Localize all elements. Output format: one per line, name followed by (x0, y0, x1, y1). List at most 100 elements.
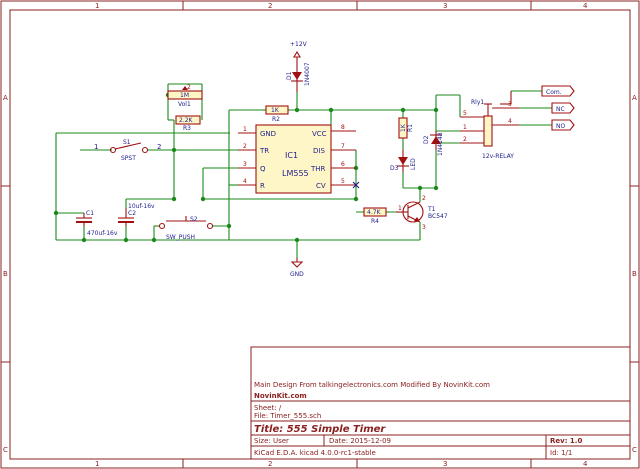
rly1-pin: 5 (463, 110, 467, 117)
row-label: C (632, 446, 637, 454)
s2-value: SW_PUSH (166, 234, 195, 241)
s1-ref: S1 (123, 139, 131, 146)
capacitor-c1: C1 470uf-16v (76, 210, 118, 237)
rly1-pin: 2 (463, 136, 467, 143)
rly1-ref: Rly1 (471, 99, 484, 106)
row-label: A (632, 94, 637, 102)
col-label: 3 (443, 460, 447, 468)
gnd-label: GND (290, 271, 304, 278)
r4-ref: R4 (371, 218, 379, 225)
resistor-r3: 2.2K R3 (175, 115, 201, 132)
rly1-pin: 1 (463, 124, 467, 131)
ic1-pin-num: 5 (341, 178, 345, 185)
ic1-value: LM555 (282, 169, 309, 178)
ic1-pin-num: 4 (243, 178, 247, 185)
ic1-pin-name: DIS (313, 147, 325, 155)
ic1-pin-name: TR (259, 147, 269, 155)
col-label: 4 (583, 460, 588, 468)
resistor-r1: 1K R1 (398, 117, 414, 139)
ic1-pin-num: 7 (341, 143, 345, 150)
vol1-value: 1M (180, 92, 189, 99)
vol1-ref: Vol1 (178, 101, 191, 108)
c2-value: 10uf-16v (128, 203, 155, 210)
diode-d2: D2 1N4148 (423, 131, 444, 156)
title-block-id: Id: 1/1 (550, 449, 572, 457)
title-block-kicad: KiCad E.D.A. kicad 4.0.0-rc1-stable (254, 449, 376, 457)
col-label: 1 (95, 460, 99, 468)
transistor-t1: T1 BC547 1 2 3 (396, 195, 448, 231)
resistor-r2: 1K R2 (265, 105, 289, 123)
ic1-pin-num: 6 (341, 161, 345, 168)
col-label: 2 (268, 460, 272, 468)
vol1-pin: 2 (187, 84, 191, 91)
row-label: A (3, 94, 8, 102)
led-d3: D3 LED (390, 150, 417, 172)
connector-no: NO (551, 119, 575, 131)
connector-com-label: Com. (546, 89, 562, 96)
r1-ref: R1 (407, 124, 414, 132)
c1-value: 470uf-16v (87, 230, 118, 237)
row-label: B (3, 270, 8, 278)
c1-ref: C1 (86, 210, 94, 217)
d3-value: LED (410, 158, 417, 170)
ic1-pin-num: 8 (341, 124, 345, 131)
connector-no-label: NO (556, 123, 565, 130)
row-label: B (632, 270, 637, 278)
switch-s2: S2 SW_PUSH (158, 216, 214, 241)
t1-value: BC547 (428, 213, 448, 220)
s1-pin: 1 (94, 143, 98, 151)
row-label: C (3, 446, 8, 454)
r1-value: 1K (400, 123, 407, 132)
rly1-value: 12v-RELAY (482, 153, 514, 160)
r3-value: 2.2K (179, 117, 194, 124)
t1-pin: 3 (422, 224, 426, 231)
col-label: 1 (95, 2, 99, 10)
r4-value: 4.7K (367, 209, 382, 216)
title-block-sheet: Sheet: / (254, 404, 282, 412)
title-block-site: NovinKit.com (254, 392, 307, 400)
s2-ref: S2 (190, 216, 198, 223)
t1-pin: 1 (398, 205, 402, 212)
switch-s1: S1 SPST 1 2 (94, 139, 161, 162)
potentiometer-vol1: 1M 2 Vol1 (167, 84, 203, 108)
title-block-file: File: Timer_555.sch (254, 412, 321, 420)
d2-value: 1N4148 (437, 132, 444, 156)
connector-nc: NC (551, 102, 575, 114)
col-label: 2 (268, 2, 272, 10)
ic1-pin-name: Q (260, 165, 266, 173)
ic1-pin-name: R (260, 182, 265, 190)
connector-nc-label: NC (556, 106, 565, 113)
r2-value: 1K (271, 107, 280, 114)
diode-d1: D1 1N4007 (286, 62, 311, 92)
connector-com: Com. (541, 85, 575, 97)
t1-ref: T1 (427, 206, 436, 213)
d1-ref: D1 (286, 71, 293, 80)
gnd-symbol: GND (290, 258, 304, 278)
d2-ref: D2 (423, 135, 430, 144)
col-label: 3 (443, 2, 447, 10)
d1-value: 1N4007 (304, 62, 311, 86)
ic1-pin-name: GND (260, 130, 276, 138)
ic1-pin-num: 1 (243, 126, 247, 133)
title-block-rev: Rev: 1.0 (550, 437, 582, 445)
ic1-lm555: 1 2 3 4 GND TR Q R 8 7 6 5 VCC DIS THR C… (238, 124, 360, 194)
s1-value: SPST (121, 155, 136, 162)
title-block-title: Title: 555 Simple Timer (254, 424, 386, 435)
ic1-pin-name: THR (310, 165, 326, 173)
ic1-pin-name: VCC (312, 130, 327, 138)
r3-ref: R3 (183, 125, 191, 132)
junctions (53, 92, 439, 243)
resistor-r4: 4.7K R4 (363, 207, 387, 225)
c2-ref: C2 (128, 210, 136, 217)
vcc-label: +12V (290, 41, 308, 48)
ic1-pin-name: CV (316, 182, 326, 190)
t1-pin: 2 (422, 195, 426, 202)
d3-ref: D3 (390, 165, 399, 172)
ic1-pin-num: 2 (243, 143, 247, 150)
title-block-size: Size: User (254, 437, 289, 445)
s1-pin: 2 (157, 143, 161, 151)
title-block-date: Date: 2015-12-09 (329, 437, 391, 445)
rly1-pin: 4 (508, 118, 512, 125)
vcc-symbol: +12V (290, 41, 308, 64)
